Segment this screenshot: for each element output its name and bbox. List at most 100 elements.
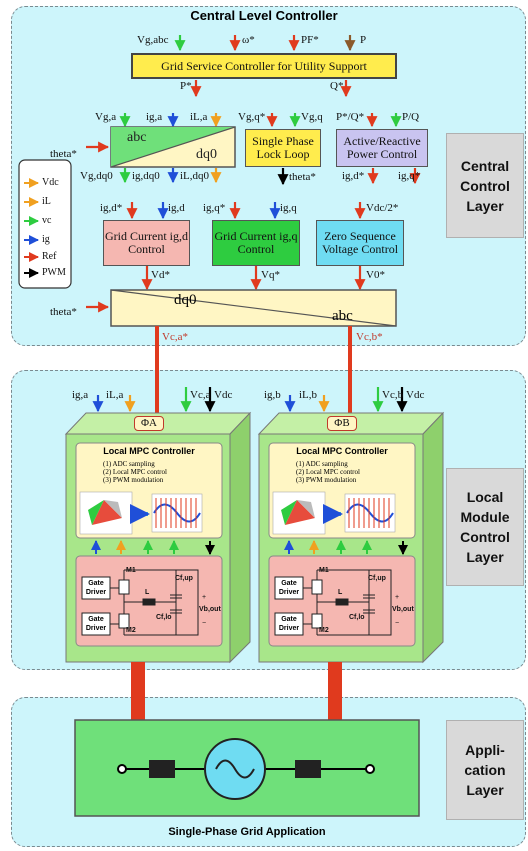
circuit-wires-a	[81, 569, 199, 636]
plus-a: +	[202, 594, 207, 601]
mpc-viz-b	[272, 491, 396, 535]
gate-driver-b-bottom: Gate Driver	[275, 615, 303, 633]
cf-lo-b: Cf,lo	[349, 614, 365, 621]
gate-driver-b-top-label: Gate Driver	[278, 580, 300, 596]
vb-out-b: Vb,out	[392, 606, 414, 613]
zero-sequence-control: Zero Sequence Voltage Control	[316, 220, 404, 266]
grid-current-q-control: Grid Current ig,q Control	[212, 220, 300, 266]
mpc-step-2: (2) Local MPC control	[296, 468, 360, 476]
pll-box-label: Single Phase Lock Loop	[252, 134, 314, 161]
local-layer-label: Local Module Control Layer	[446, 468, 524, 586]
module-b-in-ig: ig,b	[264, 389, 281, 401]
gate-driver-a-top: Gate Driver	[82, 579, 110, 597]
pq-in-pq-star: P*/Q*	[336, 111, 365, 123]
grid-service-controller-label: Grid Service Controller for Utility Supp…	[161, 58, 367, 73]
mpc-viz-a	[79, 491, 203, 535]
legend-ig: ig	[42, 234, 50, 245]
ctrl-z-in: Vdc/2*	[366, 202, 399, 214]
pll-out-theta: theta*	[289, 171, 316, 183]
l-a: L	[145, 589, 150, 596]
grid-service-controller: Grid Service Controller for Utility Supp…	[131, 53, 397, 79]
pstar-label: P*	[180, 80, 192, 92]
dq0-text: dq0	[196, 147, 217, 162]
vca-label: Vc,a*	[162, 331, 188, 343]
bus-vcb	[348, 326, 352, 421]
phase-a-badge: ΦA	[134, 416, 164, 431]
abc-out-ildq0: iL,dq0	[180, 170, 210, 182]
theta-label-2: theta*	[50, 306, 77, 318]
application-circuit	[117, 738, 375, 800]
central-layer-label-text: Central Control Layer	[460, 157, 510, 214]
mpc-steps-a: (1) ADC sampling (2) Local MPC control (…	[103, 460, 167, 484]
terminal-left	[117, 764, 127, 774]
vcb-label: Vc,b*	[356, 331, 383, 343]
mpc-title-a: Local MPC Controller	[103, 446, 195, 456]
mpc-step-3: (3) PWM modulation	[296, 476, 357, 484]
l-b: L	[338, 589, 343, 596]
pll-box: Single Phase Lock Loop	[245, 129, 321, 167]
gate-driver-b-top: Gate Driver	[275, 579, 303, 597]
gate-driver-b-bottom-label: Gate Driver	[278, 616, 300, 632]
ctrl-out-v0: V0*	[366, 269, 385, 281]
abc-out-vgdq0: Vg,dq0	[80, 170, 113, 182]
ctrl-out-vq: Vq*	[261, 269, 280, 281]
zero-sequence-label: Zero Sequence Voltage Control	[321, 229, 399, 256]
gate-driver-a-top-label: Gate Driver	[85, 580, 107, 596]
circuit-wires-b	[274, 569, 392, 636]
module-b-in-il: iL,b	[299, 389, 318, 401]
pq-control-label: Active/Reactive Power Control	[343, 134, 421, 161]
pq-out-igqstar: ig,q*	[398, 170, 421, 182]
qstar-label: Q*	[330, 80, 344, 92]
phase-b-badge: ΦB	[327, 416, 357, 431]
cf-lo-a: Cf,lo	[156, 614, 172, 621]
mpc-step-3: (3) PWM modulation	[103, 476, 164, 484]
inv-abc-text: abc	[332, 308, 353, 324]
grid-current-d-label: Grid Current ig,d Control	[105, 229, 188, 256]
pll-in-vgq: Vg,q	[301, 111, 323, 123]
mpc-steps-b: (1) ADC sampling (2) Local MPC control (…	[296, 460, 360, 484]
ctrl-q-in-ref: ig,q*	[203, 202, 226, 214]
minus-a: −	[202, 620, 207, 627]
ctrl-q-in-meas: ig,q	[280, 202, 297, 214]
module-a-in-vc: Vc,a	[190, 389, 211, 401]
abc-in-vga: Vg,a	[95, 111, 117, 123]
mpc-step-2: (2) Local MPC control	[103, 468, 167, 476]
input-omega: ω*	[242, 34, 255, 46]
vb-out-a: Vb,out	[199, 606, 221, 613]
abc-text: abc	[127, 130, 147, 145]
legend-ref: Ref	[42, 251, 57, 262]
bus-vca	[155, 326, 159, 421]
legend-arrows	[24, 178, 39, 278]
application-layer-label: Appli- cation Layer	[446, 720, 524, 820]
ctrl-out-vd: Vd*	[151, 269, 170, 281]
input-pf: PF*	[301, 34, 319, 46]
inv-dq0-text: dq0	[174, 292, 197, 308]
central-title: Central Level Controller	[190, 8, 338, 23]
module-a-in-ig: ig,a	[72, 389, 89, 401]
grid-current-d-control: Grid Current ig,d Control	[103, 220, 190, 266]
abc-out-igdq0: ig,dq0	[132, 170, 160, 182]
abc-in-iga: ig,a	[146, 111, 163, 123]
application-title: Single-Phase Grid Application	[168, 826, 326, 838]
legend-vc: vc	[42, 215, 52, 226]
ctrl-d-in-meas: ig,d	[168, 202, 185, 214]
terminal-right	[365, 764, 375, 774]
mpc-step-1: (1) ADC sampling	[296, 460, 348, 468]
legend-vdc: Vdc	[42, 177, 59, 188]
mpc-step-1: (1) ADC sampling	[103, 460, 155, 468]
bus-module-a-app	[131, 662, 145, 724]
pq-in-pq: P/Q	[402, 111, 420, 123]
gate-driver-a-bottom-label: Gate Driver	[85, 616, 107, 632]
pll-in-vgqstar: Vg,q*	[238, 111, 266, 123]
bus-module-b-app	[328, 662, 342, 724]
minus-b: −	[395, 620, 400, 627]
cf-up-b: Cf,up	[368, 575, 386, 582]
pq-control-box: Active/Reactive Power Control	[336, 129, 428, 167]
module-a-in-vdc: Vdc	[214, 389, 233, 401]
module-a-in-il: iL,a	[106, 389, 124, 401]
input-p: P	[360, 34, 367, 46]
sine-icon	[215, 759, 255, 779]
central-layer-label: Central Control Layer	[446, 133, 524, 238]
application-layer-label-text: Appli- cation Layer	[464, 742, 506, 798]
phase-b-label: ΦB	[334, 417, 350, 429]
